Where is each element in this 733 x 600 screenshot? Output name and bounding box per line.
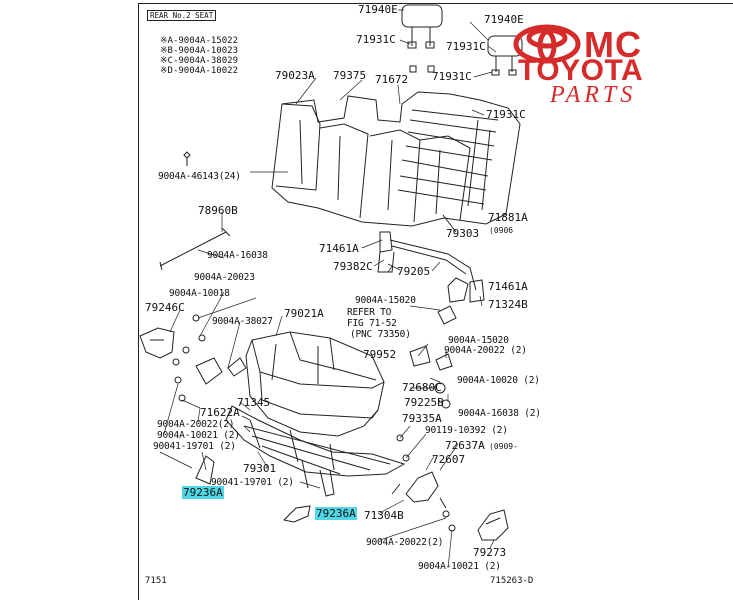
part-label[interactable]: 79205 xyxy=(397,265,431,278)
part-label[interactable]: 9004A-46143(24) xyxy=(158,171,241,182)
part-label[interactable]: 72680C xyxy=(402,381,442,394)
part-label[interactable]: 9004A-10020 (2) xyxy=(457,375,540,386)
part-label[interactable]: 9004A-20022 (2) xyxy=(444,345,527,356)
part-label[interactable]: 71931C xyxy=(446,40,486,53)
part-label[interactable]: 9004A-20022(2) xyxy=(157,419,235,430)
footer-drawing-number: 715263-D xyxy=(490,576,534,586)
part-label[interactable]: 9004A-15020 xyxy=(448,335,509,346)
part-label[interactable]: 79375 xyxy=(333,69,367,82)
part-label[interactable]: 71304B xyxy=(364,509,404,522)
highlight: 79236A xyxy=(182,486,224,499)
part-label[interactable]: 90041-19701 (2) xyxy=(211,477,294,488)
part-label[interactable]: 71345 xyxy=(237,396,271,409)
cushion-frame xyxy=(225,405,406,497)
part-label[interactable]: 79335A xyxy=(402,412,442,425)
part-note: (0906 xyxy=(489,226,514,235)
legend-item: ※A-9004A-15022 xyxy=(160,36,238,46)
reference-note[interactable]: FIG 71-52 xyxy=(347,318,397,329)
part-label[interactable]: 9004A-15020 xyxy=(355,295,416,306)
part-label-highlighted[interactable]: 79236A xyxy=(315,507,357,520)
part-label[interactable]: 79301 xyxy=(243,462,277,475)
part-label[interactable]: 9004A-20023 xyxy=(194,272,255,283)
part-label[interactable]: 9004A-10021 (2) xyxy=(157,430,240,441)
logo-text-mc: MC xyxy=(584,24,642,65)
part-label[interactable]: 71931C xyxy=(432,70,472,83)
reference-note: (PNC 73350) xyxy=(350,329,411,340)
legend-item: ※D-9004A-10022 xyxy=(160,66,238,76)
part-label[interactable]: 71672 xyxy=(375,73,409,86)
part-label[interactable]: 79303 xyxy=(446,227,480,240)
part-label[interactable]: 79021A xyxy=(284,307,324,320)
part-label[interactable]: 72637A xyxy=(445,439,485,452)
part-79236a-left xyxy=(195,455,215,485)
part-note: (0909- xyxy=(489,442,518,451)
diagram-frame xyxy=(138,3,733,600)
part-label[interactable]: 79952 xyxy=(363,348,397,361)
part-label[interactable]: 9004A-10018 xyxy=(169,288,230,299)
part-label[interactable]: 90041-19701 (2) xyxy=(153,441,236,452)
headrest-left xyxy=(401,4,443,73)
legend: ※A-9004A-15022 ※B-9004A-10023 ※C-9004A-3… xyxy=(160,36,238,76)
part-label[interactable]: 79382C xyxy=(333,260,373,273)
part-label[interactable]: 72607 xyxy=(432,453,466,466)
part-label[interactable]: 78960B xyxy=(198,204,238,217)
part-label[interactable]: 71881A xyxy=(488,211,528,224)
logo-text-parts: PARTS xyxy=(550,82,637,108)
part-label[interactable]: 79023A xyxy=(275,69,315,82)
part-label[interactable]: 9004A-20022(2) xyxy=(366,537,444,548)
part-label[interactable]: 71940E xyxy=(358,3,398,16)
reference-note: REFER TO xyxy=(347,307,392,318)
part-label[interactable]: 9004A-16038 (2) xyxy=(458,408,541,419)
part-label-highlighted[interactable]: 79236A xyxy=(182,486,224,499)
toyota-emblem-icon xyxy=(513,24,581,64)
part-label[interactable]: 90119-10392 (2) xyxy=(425,425,508,436)
part-79236a-right xyxy=(282,505,311,523)
legend-item: ※C-9004A-38029 xyxy=(160,56,238,66)
part-label[interactable]: 9004A-16038 xyxy=(207,250,268,261)
part-label[interactable]: 71622A xyxy=(200,406,240,419)
part-label[interactable]: 79246C xyxy=(145,301,185,314)
part-label[interactable]: 71931C xyxy=(356,33,396,46)
part-label[interactable]: 71931C xyxy=(486,108,526,121)
part-label[interactable]: 9004A-38027 xyxy=(212,316,273,327)
seat-cushion xyxy=(245,331,385,437)
part-label[interactable]: 71461A xyxy=(488,280,528,293)
part-label[interactable]: 9004A-10021 (2) xyxy=(418,561,501,572)
page-title: REAR No.2 SEAT xyxy=(147,10,217,21)
logo-text-toyota: TOYOTA xyxy=(518,54,644,87)
part-label[interactable]: 79225B xyxy=(404,396,444,409)
part-label[interactable]: 71324B xyxy=(488,298,528,311)
highlight: 79236A xyxy=(315,507,357,520)
seat-back xyxy=(271,91,521,227)
footer-figure-number: 7151 xyxy=(145,576,167,586)
part-label[interactable]: 79273 xyxy=(473,546,507,559)
part-label[interactable]: 71940E xyxy=(484,13,524,26)
part-label[interactable]: 71461A xyxy=(319,242,359,255)
legend-item: ※B-9004A-10023 xyxy=(160,46,238,56)
